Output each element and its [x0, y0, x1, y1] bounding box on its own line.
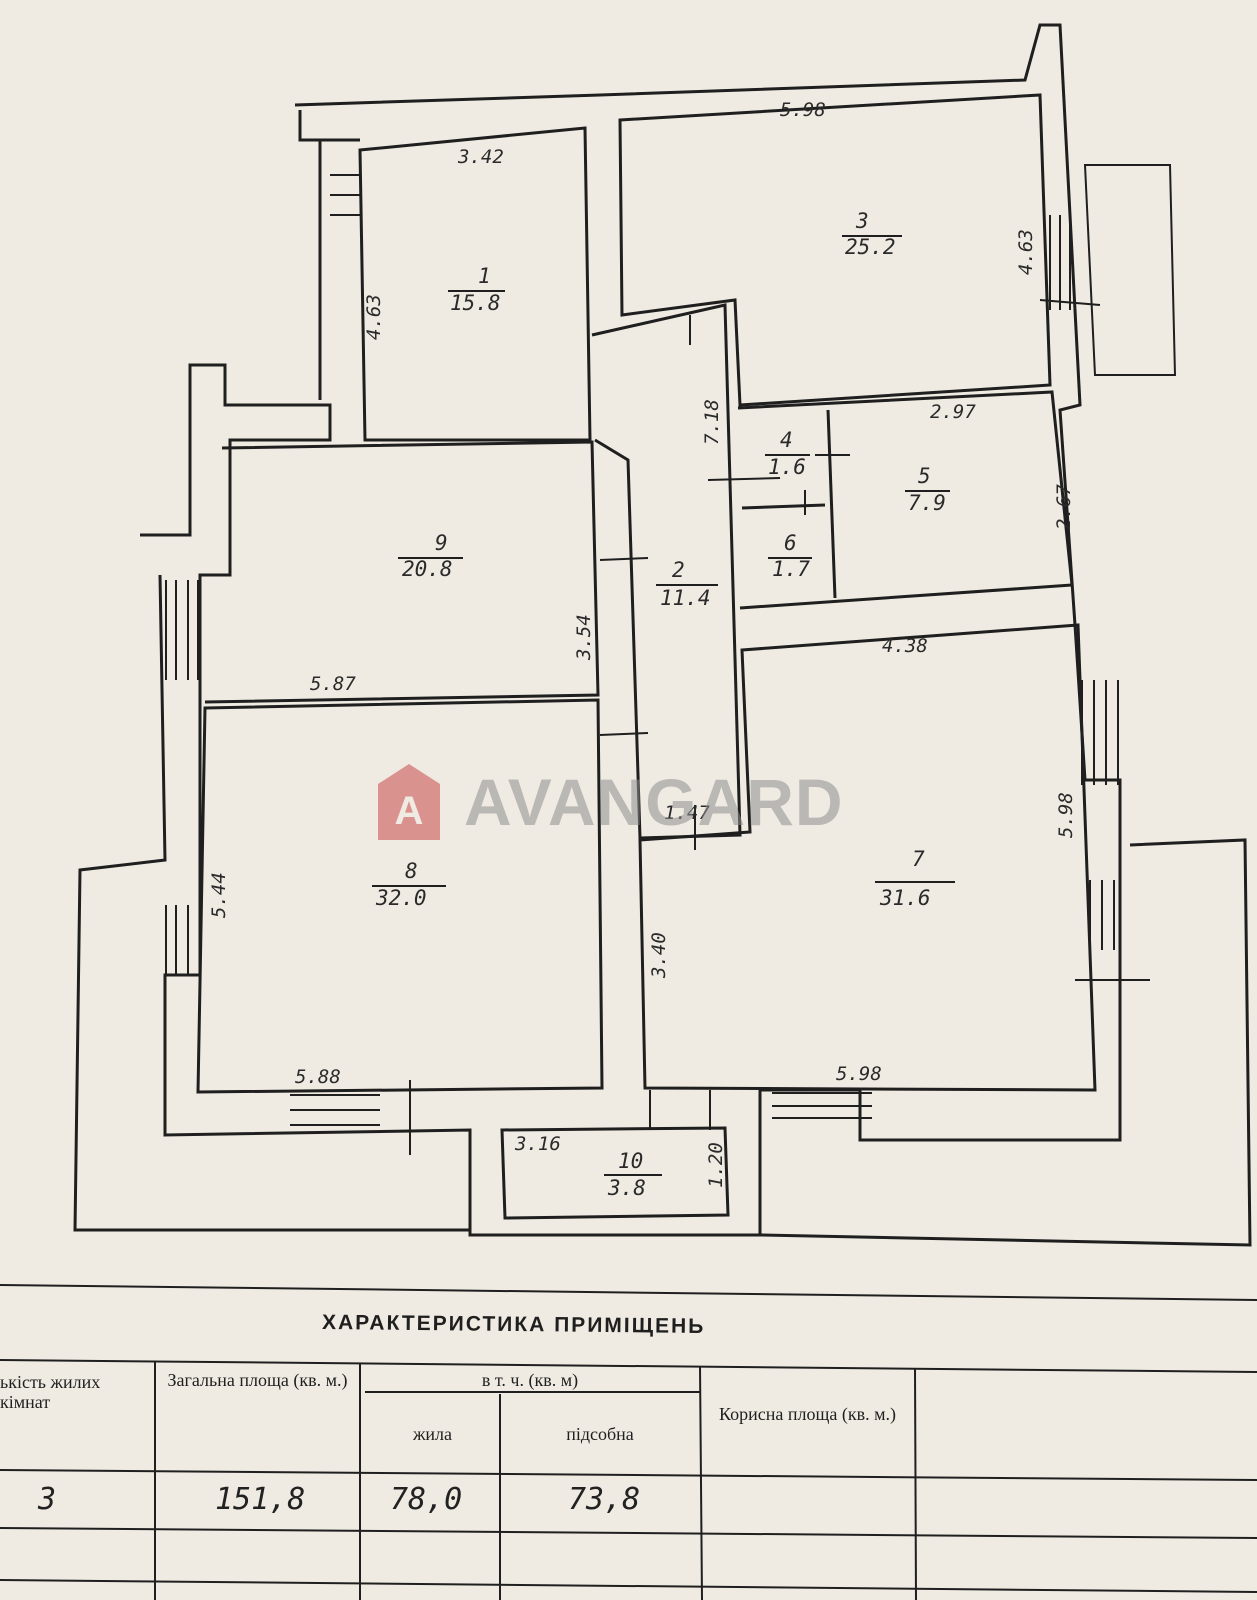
room-8-outline: [196, 698, 604, 1094]
avangard-logo-icon: A: [378, 764, 440, 840]
dim-room9-bottom: 5.87: [310, 673, 356, 695]
dim-room7-side: 5.98: [1055, 792, 1077, 838]
dim-room7-top: 4.38: [882, 635, 928, 657]
value-aux-area: 73,8: [568, 1482, 641, 1517]
dim-room8-bottom: 5.88: [295, 1066, 341, 1088]
room-3-number: 3: [855, 209, 869, 233]
dim-room1-side: 4.63: [363, 294, 385, 340]
corridor-2-outline: [591, 303, 742, 840]
value-rooms-count: 3: [38, 1482, 57, 1517]
svg-text:A: A: [395, 789, 424, 833]
header-useful-area: Корисна площа (кв. м.): [719, 1404, 896, 1424]
room-3-area: 25.2: [845, 235, 896, 259]
dim-room9-side: 3.54: [573, 614, 595, 661]
room-7-outline: [638, 623, 1097, 1092]
inner-outer-west: [298, 110, 360, 400]
header-including: в т. ч. (кв. м): [481, 1370, 579, 1390]
room-labels: 1 15.8 2 11.4 3 25.2 4 1.6 5 7.9 6 1.7 7…: [372, 209, 955, 1200]
dim-room5-top: 2.97: [930, 401, 976, 423]
dim-room10-depth: 1.20: [705, 1142, 727, 1188]
room-5-number: 5: [918, 464, 931, 488]
table-title: ХАРАКТЕРИСТИКА ПРИМІЩЕНЬ: [321, 1310, 706, 1339]
dim-room7-bottom: 5.98: [836, 1063, 882, 1085]
room-4-area: 1.6: [768, 455, 806, 479]
room-8-number: 8: [405, 859, 418, 883]
header-living: жила: [412, 1424, 453, 1444]
dim-room1-top: 3.42: [457, 146, 504, 168]
windows: [165, 164, 1177, 1155]
room-5-area: 7.9: [908, 491, 946, 515]
room-8-area: 32.0: [375, 886, 427, 910]
dim-room3-side: 4.63: [1015, 229, 1037, 275]
dim-room7-left: 3.40: [648, 932, 670, 979]
room-9-area: 20.8: [402, 557, 453, 581]
outer-wall: [140, 23, 1122, 1237]
outer-wall-west: [73, 574, 470, 1232]
room-4-number: 4: [780, 428, 793, 452]
dim-room5-side: 2.67: [1053, 484, 1075, 530]
value-total-area: 151,8: [215, 1482, 306, 1517]
room-1-outline: [358, 126, 592, 442]
dimension-labels: 5.98 3.42 4.63 4.63 7.18 2.97 2.67 4.38 …: [208, 99, 1077, 1188]
watermark-brand: AVANGARD: [464, 765, 844, 839]
outer-wall-east: [759, 838, 1252, 1247]
room-7-area: 31.6: [879, 886, 931, 910]
room-2-area: 11.4: [660, 586, 711, 610]
dim-room10-width: 3.16: [514, 1133, 561, 1155]
room-7-number: 7: [912, 847, 925, 871]
dim-corridor: 7.18: [701, 399, 723, 445]
room-9-number: 9: [435, 531, 448, 555]
room-10-number: 10: [618, 1149, 643, 1173]
header-total-area: Загальна площа (кв. м.): [167, 1370, 348, 1390]
room-9-outline: [204, 440, 600, 704]
header-rooms-count: ькість жилих кімнат: [0, 1372, 101, 1412]
room-1-area: 15.8: [450, 291, 501, 315]
room-2-number: 2: [672, 558, 685, 582]
dim-room8-side: 5.44: [208, 872, 230, 918]
header-auxiliary: підсобна: [566, 1424, 634, 1444]
room-10-area: 3.8: [607, 1176, 646, 1200]
rooms-4-5-6-outline: [737, 390, 1074, 610]
room-1-number: 1: [478, 264, 491, 288]
table-grid: [0, 1284, 1257, 1600]
room-3-outline: [618, 93, 1052, 407]
room-6-area: 1.7: [772, 557, 810, 581]
value-living-area: 78,0: [390, 1482, 463, 1517]
room-6-number: 6: [784, 531, 797, 555]
dim-top-right: 5.98: [780, 99, 826, 121]
dim-corridor-bottom: 1.47: [664, 802, 710, 824]
watermark: A AVANGARD: [376, 762, 844, 842]
